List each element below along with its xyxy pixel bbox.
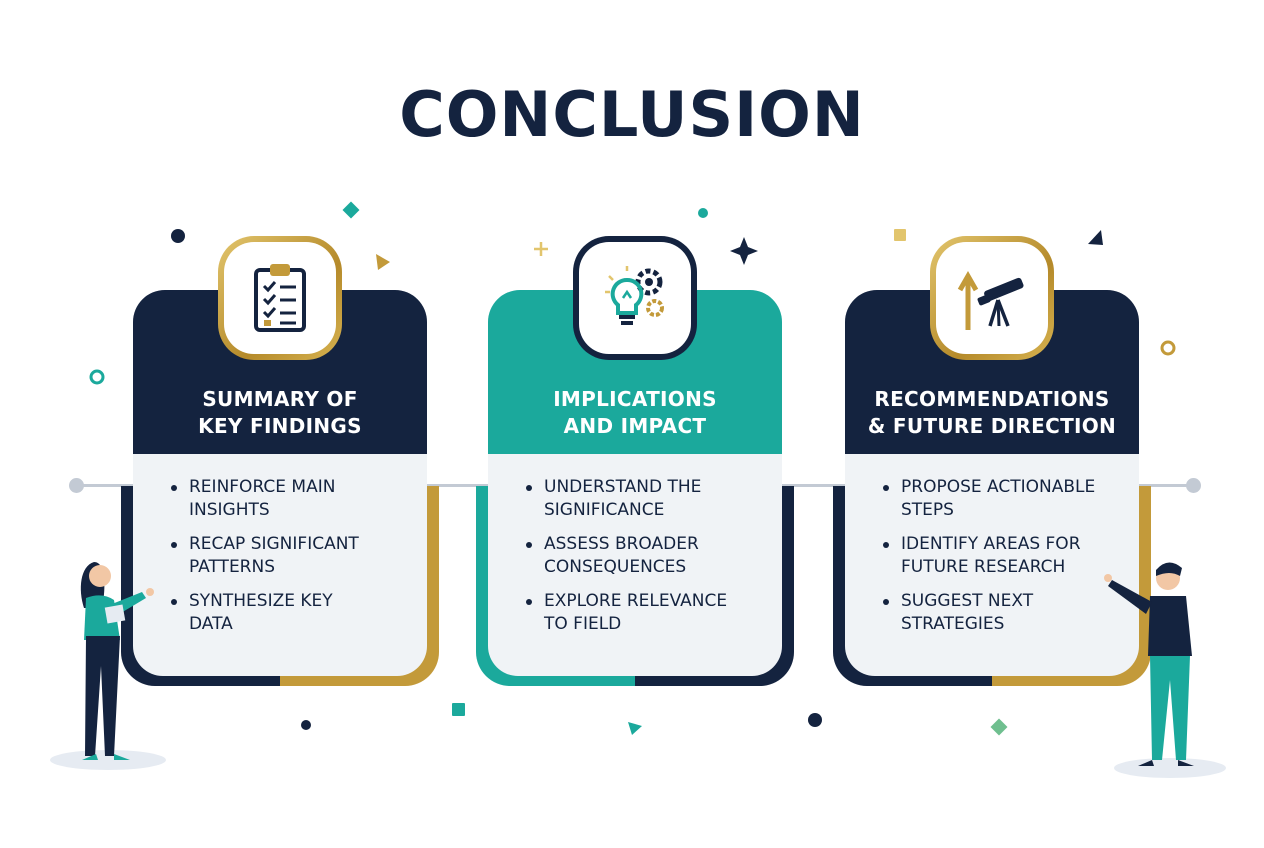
telescope-arrow-icon (957, 270, 1024, 330)
bullet-item: ASSESS BROADER CONSEQUENCES (522, 533, 774, 579)
card-key-findings: SUMMARY OF KEY FINDINGS REINFORCE MAIN I… (121, 236, 439, 686)
lightbulb-gears-icon (605, 266, 664, 325)
page-title: CONCLUSION (399, 78, 865, 151)
woman-presenter-illustration (50, 562, 166, 770)
bullet-list: UNDERSTAND THE SIGNIFICANCE ASSESS BROAD… (522, 476, 774, 647)
bullet-item: SUGGEST NEXT STRATEGIES (879, 590, 1131, 636)
icon-badge (930, 236, 1054, 360)
card-heading: SUMMARY OF KEY FINDINGS (198, 387, 362, 438)
bullet-item: RECAP SIGNIFICANT PATTERNS (167, 533, 419, 579)
bullet-list: PROPOSE ACTIONABLE STEPS IDENTIFY AREAS … (879, 476, 1131, 647)
bullet-item: PROPOSE ACTIONABLE STEPS (879, 476, 1131, 522)
bullet-item: EXPLORE RELEVANCE TO FIELD (522, 590, 774, 636)
bullet-list: REINFORCE MAIN INSIGHTS RECAP SIGNIFICAN… (167, 476, 419, 647)
card-implications: IMPLICATIONS AND IMPACT UNDERSTAND THE S… (476, 236, 794, 686)
icon-badge (218, 236, 342, 360)
clipboard-checklist-icon (254, 264, 306, 332)
bullet-item: UNDERSTAND THE SIGNIFICANCE (522, 476, 774, 522)
timeline-end-dot (1186, 478, 1201, 493)
card-body-panel (488, 454, 782, 676)
card-body-panel (133, 454, 427, 676)
card-body-panel (845, 454, 1139, 676)
card-heading: IMPLICATIONS AND IMPACT (553, 387, 717, 438)
icon-badge (573, 236, 697, 360)
bullet-item: REINFORCE MAIN INSIGHTS (167, 476, 419, 522)
card-heading: RECOMMENDATIONS & FUTURE DIRECTION (867, 387, 1117, 438)
bullet-item: IDENTIFY AREAS FOR FUTURE RESEARCH (879, 533, 1131, 579)
bullet-item: SYNTHESIZE KEY DATA (167, 590, 419, 636)
card-recommendations: RECOMMENDATIONS & FUTURE DIRECTION PROPO… (833, 236, 1151, 686)
timeline-start-dot (69, 478, 84, 493)
man-presenter-illustration (1104, 562, 1226, 778)
